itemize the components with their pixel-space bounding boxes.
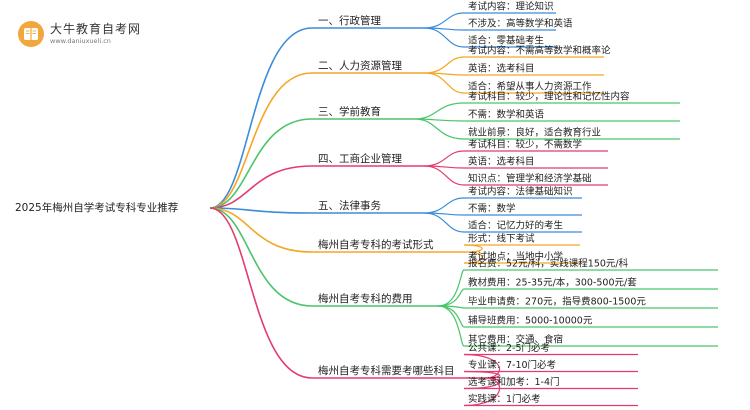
branch-connector [209,207,313,253]
child-connector [423,197,465,214]
child-node: 教材费用：25-35元/本，300-500元/套 [468,277,637,289]
book-logo-icon [18,21,44,47]
child-node: 考试科目：较少，理论性和记忆性内容 [468,91,630,103]
child-node: 适合：记忆力好的考生 [468,220,564,232]
child-node: 不需：数学 [468,203,516,215]
site-logo[interactable]: 大牛教育自考网 www.daniuxueli.cn [18,18,158,52]
child-node: 不涉及：高等数学和英语 [468,18,573,30]
branch-label: 一、行政管理 [318,14,381,27]
child-node: 实践课：1门必考 [468,393,541,405]
branch-connector [209,27,313,209]
child-node: 考试科目：较少，不需数学 [468,139,582,151]
child-connector [437,269,465,307]
child-node: 适合：零基础考生 [468,35,545,47]
child-node: 专业课：7-10门必考 [468,359,556,371]
child-node: 报名费：52元/科，实践课程150元/科 [468,258,629,270]
child-node: 考试内容：不需高等数学和概率论 [468,45,611,57]
child-connector [423,165,465,186]
child-connector [423,12,465,29]
child-connector [424,56,465,74]
child-connector [414,118,465,140]
child-node: 英语：选考科目 [468,156,535,168]
child-node: 不需：数学和英语 [468,109,545,121]
branch-label: 四、工商企业管理 [318,152,402,165]
child-connector [414,102,465,120]
child-node: 考试内容：理论知识 [468,1,554,13]
branch-connector [209,165,313,209]
branch-label: 五、法律事务 [318,199,381,212]
branch-connector [209,72,313,209]
child-node: 辅导班费用：5000-10000元 [468,315,593,327]
branch-connector [209,207,313,307]
child-node: 就业前景：良好，适合教育行业 [468,127,601,139]
child-node: 毕业申请费：270元，指导费800-1500元 [468,296,646,308]
child-node: 形式：线下考试 [468,233,535,245]
child-node: 选考课和加考：1-4门 [468,376,560,388]
child-node: 考试内容：法律基础知识 [468,186,573,198]
branch-label: 二、人力资源管理 [318,59,402,72]
branch-label: 梅州自考专科的考试形式 [318,238,434,251]
child-connector [463,377,501,407]
child-node: 考试地点：当地中小学 [468,251,563,263]
branch-2: 二、人力资源管理考试内容：不需高等数学和概率论英语：选考科目适合：希望从事人力资… [209,45,611,209]
branch-8: 梅州自考专科需要考哪些科目 公共课：2-5门必考专业课：7-10门必考选考课和加考… [209,207,638,407]
branch-3: 三、学前教育 考试科目：较少，理论性和记忆性内容不需：数学和英语就业前景：良好，适… [209,91,680,209]
branch-connector [209,207,313,379]
child-node: 适合：希望从事人力资源工作 [468,81,592,93]
child-node: 公共课：2-5门必考 [468,342,550,354]
root-topic: 2025年梅州自学考试专科专业推荐 [15,201,178,214]
child-node: 知识点：管理学和经济学基础 [468,173,592,185]
branch-label: 梅州自考专科需要考哪些科目 [318,364,455,377]
child-connector [437,305,465,328]
branch-label: 梅州自考专科的费用 [318,292,413,305]
child-connector [437,305,465,347]
branch-connector [209,118,313,209]
logo-url: www.daniuxueli.cn [50,37,111,45]
child-node: 英语：选考科目 [468,63,535,75]
child-connector [423,27,465,48]
child-connector [437,288,465,307]
child-connector [423,212,465,233]
branch-7: 梅州自考专科的费用 报名费：52元/科，实践课程150元/科教材费用：25-35元… [209,207,718,347]
branch-connector [209,207,313,214]
logo-name: 大牛教育自考网 [50,22,142,36]
branch-label: 三、学前教育 [318,105,381,118]
child-node: 其它费用：交通、食宿 [468,334,563,346]
child-connector [424,72,465,94]
child-connector [423,150,465,167]
